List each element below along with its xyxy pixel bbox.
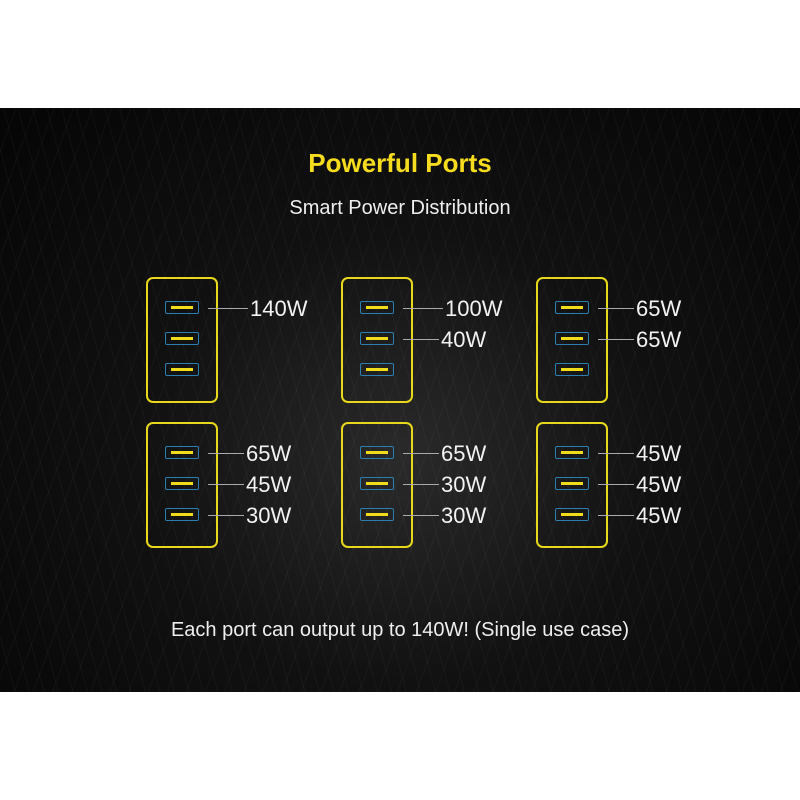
usb-c-port-icon [360,301,394,314]
leader-line [403,484,439,485]
leader-line [598,308,634,309]
leader-line [598,339,634,340]
port-wattage: 65W [441,441,487,466]
port-wattage: 65W [636,296,682,321]
leader-line [598,515,634,516]
charger-diagram [341,277,413,403]
charger-diagram [536,277,608,403]
footer-note: Each port can output up to 140W! (Single… [170,619,630,641]
charger-diagram [146,422,218,548]
usb-c-port-icon [555,332,589,345]
usb-c-port-icon [360,446,394,459]
port-wattage: 100W [445,296,503,321]
usb-c-port-icon [555,477,589,490]
leader-line [403,515,439,516]
port-wattage: 40W [441,327,487,352]
usb-c-port-icon [165,477,199,490]
usb-c-port-icon [360,332,394,345]
usb-c-port-icon [555,508,589,521]
usb-c-port-icon [555,446,589,459]
port-wattage: 45W [246,472,292,497]
leader-line [208,484,244,485]
page-subtitle: Smart Power Distribution [289,197,511,219]
usb-c-port-icon [555,301,589,314]
port-wattage: 65W [636,327,682,352]
usb-c-port-icon [360,508,394,521]
usb-c-port-icon [165,508,199,521]
dark-background [0,108,800,692]
port-wattage: 45W [636,503,682,528]
charger-diagram [341,422,413,548]
port-wattage: 140W [250,296,308,321]
leader-line [598,484,634,485]
usb-c-port-icon [165,301,199,314]
port-wattage: 45W [636,441,682,466]
usb-c-port-icon [165,363,199,376]
usb-c-port-icon [360,363,394,376]
usb-c-port-icon [555,363,589,376]
usb-c-port-icon [360,477,394,490]
leader-line [208,515,244,516]
leader-line [403,339,439,340]
leader-line [208,453,244,454]
port-wattage: 65W [246,441,292,466]
charger-diagram [536,422,608,548]
leader-line [403,308,443,309]
usb-c-port-icon [165,446,199,459]
port-wattage: 30W [441,472,487,497]
charger-diagram [146,277,218,403]
leader-line [403,453,439,454]
port-wattage: 30W [441,503,487,528]
leader-line [598,453,634,454]
port-wattage: 45W [636,472,682,497]
port-wattage: 30W [246,503,292,528]
usb-c-port-icon [165,332,199,345]
leader-line [208,308,248,309]
page-title: Powerful Ports [308,148,492,178]
